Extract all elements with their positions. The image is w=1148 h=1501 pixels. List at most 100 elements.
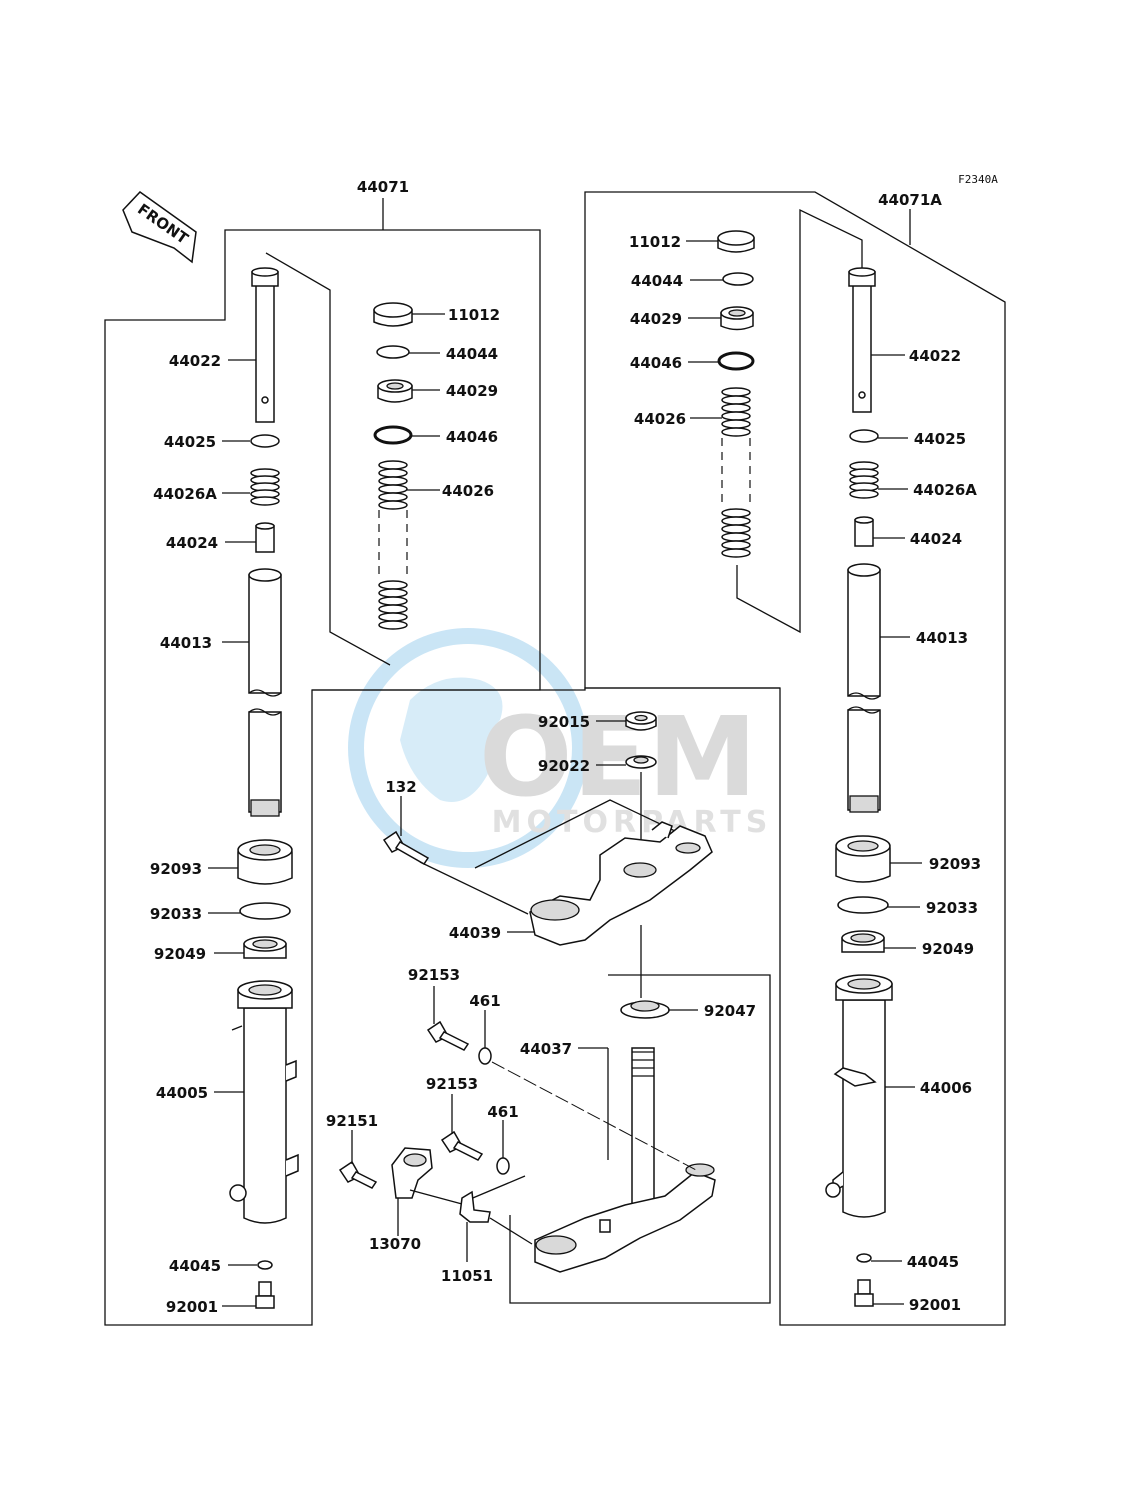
left-inner-tube-part [248, 568, 282, 817]
right-inner-link [736, 208, 863, 634]
label-left-92001: 92001 [166, 1298, 218, 1316]
label-right-44006: 44006 [920, 1079, 972, 1097]
right-bolt-part [854, 1279, 874, 1307]
label-right-44024: 44024 [910, 530, 962, 548]
label-right-44046: 44046 [630, 354, 682, 372]
label-left-92049: 92049 [154, 945, 206, 963]
left-short-spring-part [250, 468, 280, 506]
left-long-spring-part [378, 460, 408, 630]
label-44071: 44071 [357, 178, 409, 196]
label-right-11012: 11012 [629, 233, 681, 251]
label-461-a: 461 [469, 992, 500, 1010]
label-left-44022: 44022 [169, 352, 221, 370]
label-left-44026: 44026 [442, 482, 494, 500]
label-right-44022: 44022 [909, 347, 961, 365]
left-circlip-part [250, 434, 280, 448]
clamp-bolt-part [338, 1160, 378, 1189]
watermark-sub: MOTORPARTS [492, 805, 773, 840]
bracket-part [459, 1190, 491, 1223]
label-left-44013: 44013 [160, 634, 212, 652]
stem-frame [509, 974, 771, 1304]
label-left-44046: 44046 [446, 428, 498, 446]
label-44039: 44039 [449, 924, 501, 942]
left-gasket-part [257, 1260, 273, 1270]
right-cap-part [717, 230, 755, 253]
right-ring-part [722, 272, 754, 286]
label-132: 132 [385, 778, 416, 796]
label-left-11012: 11012 [448, 306, 500, 324]
label-92047: 92047 [704, 1002, 756, 1020]
label-left-44045: 44045 [169, 1257, 221, 1275]
watermark: OEM MOTORPARTS [348, 628, 773, 868]
label-right-44044: 44044 [631, 272, 683, 290]
label-92153-a: 92153 [408, 966, 460, 984]
label-461-b: 461 [487, 1103, 518, 1121]
right-long-spring-part [721, 387, 751, 558]
label-right-44026: 44026 [634, 410, 686, 428]
diagram-code: F2340A [958, 173, 998, 186]
right-oil-seal-part [841, 930, 885, 953]
nut-part [625, 711, 657, 731]
label-92153-b: 92153 [426, 1075, 478, 1093]
left-dust-seal-part [237, 839, 293, 885]
left-piece-part [255, 522, 275, 553]
washer-part [625, 755, 657, 769]
label-left-44024: 44024 [166, 534, 218, 552]
right-snap-ring-part [837, 896, 889, 914]
left-bolt-part [255, 1281, 275, 1309]
label-left-44026A: 44026A [153, 485, 217, 503]
washer-461-a-part [478, 1047, 492, 1065]
right-circlip-part [849, 429, 879, 443]
left-oil-seal-part [243, 936, 287, 959]
label-92015: 92015 [538, 713, 590, 731]
label-left-44029: 44029 [446, 382, 498, 400]
label-right-92001: 92001 [909, 1296, 961, 1314]
left-cap-part [373, 302, 413, 327]
left-spring-seat-part [377, 379, 413, 403]
right-dust-seal-part [835, 835, 891, 883]
right-o-ring-part [717, 351, 755, 371]
right-tube-part [848, 267, 876, 413]
label-44037: 44037 [520, 1040, 572, 1058]
left-outer-tube-part [229, 980, 299, 1224]
label-11051: 11051 [441, 1267, 493, 1285]
label-44071A: 44071A [878, 191, 942, 209]
bolt-92153-a-part [426, 1020, 470, 1051]
label-left-92093: 92093 [150, 860, 202, 878]
label-right-44045: 44045 [907, 1253, 959, 1271]
label-left-44044: 44044 [446, 345, 498, 363]
stem-washer-part [620, 1000, 670, 1019]
label-92022: 92022 [538, 757, 590, 775]
steering-stem-part [534, 1047, 716, 1273]
left-o-ring-part [373, 425, 413, 445]
bolt-92153-b-part [440, 1130, 484, 1161]
label-right-44029: 44029 [630, 310, 682, 328]
label-left-92033: 92033 [150, 905, 202, 923]
left-tube-part [251, 267, 279, 423]
left-inner-link [265, 252, 391, 666]
right-piece-part [854, 516, 874, 547]
label-left-44025: 44025 [164, 433, 216, 451]
label-13070: 13070 [369, 1235, 421, 1253]
label-right-92033: 92033 [926, 899, 978, 917]
left-ring-part [376, 345, 410, 359]
upper-bracket-part [529, 821, 713, 946]
label-right-44026A: 44026A [913, 481, 977, 499]
right-inner-tube-part [847, 563, 881, 813]
clamp-part [391, 1147, 433, 1199]
label-right-44025: 44025 [914, 430, 966, 448]
watermark-globe-icon [348, 628, 588, 868]
washer-461-b-part [496, 1157, 510, 1175]
watermark-continent-shape [400, 677, 503, 802]
label-92151: 92151 [326, 1112, 378, 1130]
right-spring-seat-part [720, 306, 754, 331]
watermark-brand: OEM [479, 693, 757, 821]
right-gasket-part [856, 1253, 872, 1263]
right-outer-tube-part [825, 974, 893, 1218]
label-right-92093: 92093 [929, 855, 981, 873]
label-left-44005: 44005 [156, 1084, 208, 1102]
front-arrow-badge: FRONT [122, 191, 197, 264]
label-right-44013: 44013 [916, 629, 968, 647]
